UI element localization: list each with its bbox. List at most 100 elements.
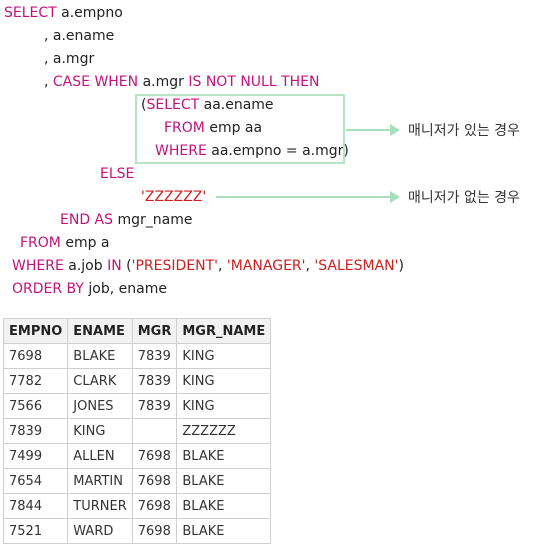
column-header-mgr-name: MGR_NAME	[176, 318, 272, 344]
cell-mgr: 7698	[131, 468, 178, 494]
sql-keyword: SELECT	[4, 5, 62, 21]
has-manager-arrowhead-icon	[390, 124, 400, 136]
sql-keyword: WHERE	[155, 143, 212, 159]
sql-line: 'ZZZZZZ'	[141, 187, 206, 207]
sql-keyword: CASE WHEN	[52, 74, 143, 90]
column-header-mgr: MGR	[131, 318, 178, 344]
sql-string-literal: 'SALESMAN'	[314, 258, 399, 274]
sql-identifier: , a.mgr	[44, 51, 95, 67]
sql-line: END AS mgr_name	[60, 210, 192, 230]
sql-code-block: SELECT a.empno , a.ename , a.mgr , CASE …	[4, 3, 520, 299]
sql-line: , CASE WHEN a.mgr IS NOT NULL THEN	[44, 72, 320, 92]
cell-mgr: 7698	[131, 493, 178, 519]
sql-keyword: IS NOT NULL THEN	[188, 74, 320, 90]
subquery-highlight-box	[135, 94, 345, 164]
sql-line: ORDER BY job, ename	[12, 279, 167, 299]
sql-keyword: SELECT	[146, 97, 204, 113]
cell-ename: ALLEN	[67, 443, 133, 469]
cell-empno: 7782	[2, 368, 69, 394]
sql-line: SELECT a.empno	[4, 3, 123, 23]
sql-identifier: (	[126, 258, 132, 274]
sql-identifier: job, ename	[88, 281, 167, 297]
sql-keyword: IN	[107, 258, 127, 274]
cell-mgr: 7839	[131, 343, 178, 369]
cell-ename: TURNER	[67, 493, 133, 519]
cell-mgr: 7839	[131, 368, 178, 394]
sql-identifier: mgr_name	[117, 212, 193, 228]
cell-mgr-name: BLAKE	[176, 518, 272, 544]
cell-empno: 7499	[2, 443, 69, 469]
sql-identifier: a.mgr	[142, 74, 189, 90]
sql-keyword: FROM	[164, 120, 210, 136]
sql-identifier: ,	[44, 74, 53, 90]
sql-line: ELSE	[100, 164, 134, 184]
sql-identifier: (	[141, 97, 147, 113]
cell-ename: WARD	[67, 518, 133, 544]
cell-ename: JONES	[67, 393, 133, 419]
cell-ename: MARTIN	[67, 468, 133, 494]
sql-line: FROM emp aa	[164, 118, 262, 138]
cell-empno: 7839	[2, 418, 69, 444]
cell-empno: 7844	[2, 493, 69, 519]
cell-mgr: 7698	[131, 443, 178, 469]
no-manager-note: 매니저가 없는 경우	[408, 190, 520, 206]
column-header-ename: ENAME	[67, 318, 133, 344]
sql-identifier: a.job	[68, 258, 108, 274]
cell-mgr: 7839	[131, 393, 178, 419]
sql-identifier: aa.ename	[203, 97, 274, 113]
cell-mgr-name: KING	[176, 343, 272, 369]
sql-string-literal: 'MANAGER'	[226, 258, 306, 274]
no-manager-arrow-line	[216, 196, 392, 198]
cell-empno: 7566	[2, 393, 69, 419]
sql-identifier: emp a	[65, 235, 110, 251]
has-manager-note: 매니저가 있는 경우	[408, 123, 520, 139]
sql-line: WHERE a.job IN ('PRESIDENT', 'MANAGER', …	[12, 256, 404, 276]
has-manager-arrow-line	[346, 129, 392, 131]
cell-mgr-name: BLAKE	[176, 493, 272, 519]
sql-identifier: a.empno	[61, 5, 123, 21]
sql-line: FROM emp a	[20, 233, 110, 253]
sql-identifier: ,	[305, 258, 315, 274]
sql-keyword: ELSE	[100, 166, 135, 182]
cell-mgr-name: KING	[176, 368, 272, 394]
sql-keyword: ORDER BY	[12, 281, 89, 297]
cell-mgr-name: KING	[176, 393, 272, 419]
sql-keyword: WHERE	[12, 258, 69, 274]
sql-line: (SELECT aa.ename	[141, 95, 274, 115]
sql-line: WHERE aa.empno = a.mgr)	[155, 141, 349, 161]
no-manager-arrowhead-icon	[390, 191, 400, 203]
cell-mgr	[131, 418, 178, 444]
sql-string-literal: 'ZZZZZZ'	[141, 189, 207, 205]
sql-identifier: , a.ename	[44, 28, 115, 44]
sql-identifier: ,	[218, 258, 227, 274]
cell-mgr-name: BLAKE	[176, 443, 272, 469]
cell-mgr: 7698	[131, 518, 178, 544]
sql-keyword: FROM	[20, 235, 66, 251]
cell-mgr-name: ZZZZZZ	[176, 418, 272, 444]
cell-empno: 7698	[2, 343, 69, 369]
sql-identifier: emp aa	[209, 120, 263, 136]
cell-ename: BLAKE	[67, 343, 133, 369]
sql-identifier: )	[398, 258, 404, 274]
sql-line: , a.mgr	[44, 49, 94, 69]
sql-identifier: aa.empno = a.mgr)	[211, 143, 349, 159]
column-header-empno: EMPNO	[2, 318, 69, 344]
cell-ename: KING	[67, 418, 133, 444]
cell-empno: 7654	[2, 468, 69, 494]
sql-string-literal: 'PRESIDENT'	[131, 258, 218, 274]
sql-keyword: END AS	[60, 212, 118, 228]
cell-mgr-name: BLAKE	[176, 468, 272, 494]
table-header-row: EMPNO ENAME MGR MGR_NAME	[2, 318, 272, 344]
cell-empno: 7521	[2, 518, 69, 544]
sql-line: , a.ename	[44, 26, 114, 46]
cell-ename: CLARK	[67, 368, 133, 394]
